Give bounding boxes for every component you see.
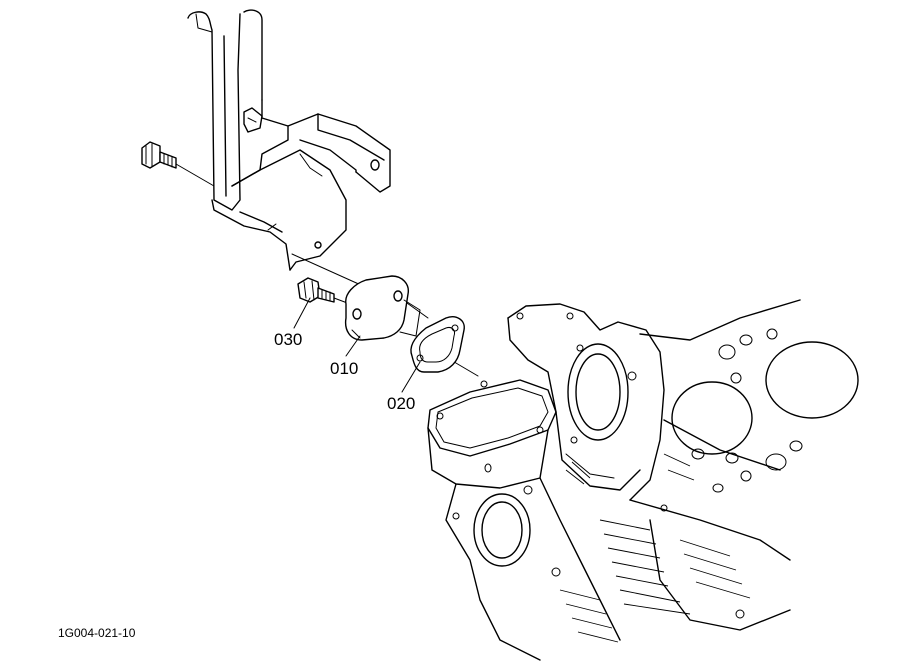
mounting-bracket: [187, 9, 391, 271]
engine-block: [427, 299, 859, 661]
callout-030-label: 030: [274, 330, 303, 349]
screw-top: [141, 141, 215, 187]
callout-020-label: 020: [387, 394, 416, 413]
gasket-020: [410, 316, 465, 373]
callout-010-label: 010: [330, 359, 359, 378]
leader-lines: [293, 297, 421, 393]
bolt-030: [297, 277, 351, 305]
cover-plate-010: [344, 275, 421, 341]
figure-id: 1G004-021-10: [58, 626, 136, 640]
